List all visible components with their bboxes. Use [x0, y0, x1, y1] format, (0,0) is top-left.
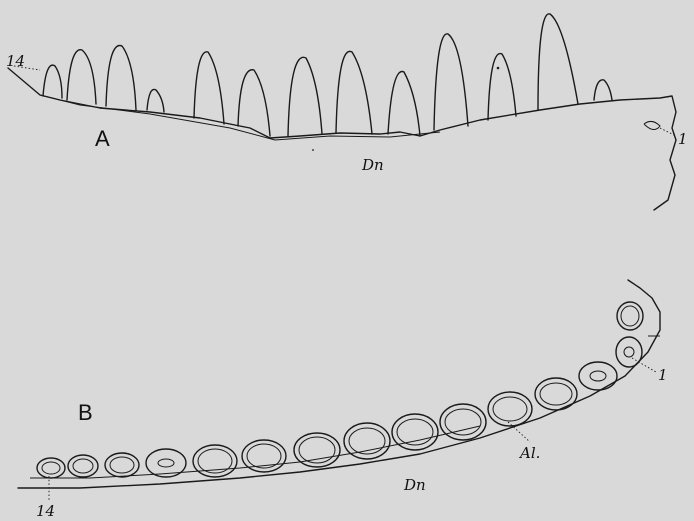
- panel-a-tooth-13: [67, 50, 96, 104]
- panel-b-label-tooth-14: 14: [36, 502, 55, 520]
- panel-a-tooth-01: [644, 121, 660, 129]
- panel-a-tooth-05: [434, 34, 468, 130]
- panel-a-tooth-12: [106, 46, 136, 111]
- panel-a-lateral-view: [8, 14, 676, 210]
- panel-b-label-tooth-1: 1: [658, 366, 668, 384]
- panel-a-tooth-07: [336, 51, 372, 134]
- panel-a-small-dot: [497, 67, 500, 70]
- panel-b-alveolus-02: [579, 362, 617, 390]
- panel-b-alveolus-12: [105, 453, 139, 477]
- panel-b-occlusal-view: [18, 280, 660, 500]
- panel-a-letter: A: [95, 126, 110, 151]
- panel-b-alveolus-symphyseal: [617, 302, 643, 330]
- panel-a-tooth-08: [288, 57, 322, 136]
- panel-a-tooth-14: [43, 65, 62, 98]
- panel-a-label-dentary: Dn: [361, 156, 384, 174]
- panel-a-label-tooth-14: 14: [6, 52, 25, 70]
- panel-a-tooth-02: [594, 80, 612, 100]
- panel-b-alveolus-01: [616, 337, 642, 367]
- panel-b-alveolus-04: [488, 392, 532, 426]
- panel-b-alveolus-07: [344, 423, 390, 459]
- panel-b-alveolus-03: [535, 378, 577, 410]
- panel-a-tooth-10: [194, 52, 224, 124]
- panel-b-alveolus-14: [37, 458, 65, 478]
- panel-b-label-dentary: Dn: [403, 476, 426, 494]
- panel-a-small-dot-2: [312, 149, 314, 151]
- panel-a-tooth-04: [488, 54, 516, 120]
- panel-b-alveolus-10: [193, 445, 237, 477]
- panel-b-label-alveolus: Al.: [518, 444, 540, 462]
- panel-b-alveolus-13: [68, 455, 98, 477]
- panel-b-alveolus-05: [440, 404, 486, 440]
- panel-a-tooth-06: [388, 72, 420, 136]
- panel-b-letter: B: [78, 400, 93, 425]
- panel-b-alveolus-11: [146, 449, 186, 477]
- panel-b-alveolus-08: [294, 433, 340, 467]
- panel-a-tooth-11: [147, 89, 164, 112]
- panel-a-tooth-03: [538, 14, 578, 110]
- panel-a-label-tooth-1: 1: [678, 130, 688, 148]
- panel-b-alveolus-09: [242, 440, 286, 472]
- panel-b-alveolus-06: [392, 414, 438, 450]
